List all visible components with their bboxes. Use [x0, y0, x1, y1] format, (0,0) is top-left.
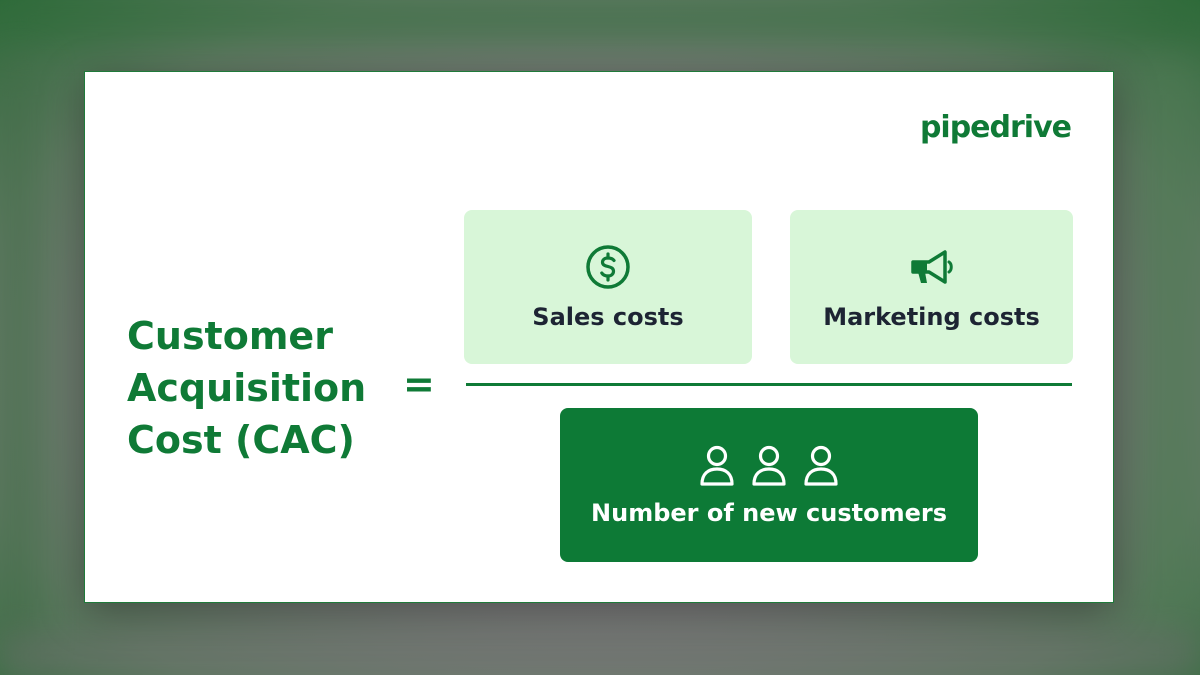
person-icon: [700, 445, 734, 486]
pipedrive-logo: pipedrive: [919, 110, 1072, 145]
person-icon: [752, 445, 786, 486]
cac-formula-card: pipedrive Customer Acquisition Cost (CAC…: [84, 71, 1114, 603]
equals-sign: =: [403, 362, 435, 406]
background-blur-bottom: [0, 635, 1200, 675]
marketing-costs-box: Marketing costs: [790, 210, 1073, 364]
background-blur-right: [1140, 60, 1200, 620]
formula-title-line-1: Customer: [127, 314, 333, 358]
formula-title-line-2: Acquisition: [127, 366, 367, 410]
new-customers-label: Number of new customers: [591, 499, 947, 527]
sales-costs-box: Sales costs: [464, 210, 752, 364]
new-customers-box: Number of new customers: [560, 408, 978, 562]
megaphone-icon: [910, 250, 953, 284]
formula-title: Customer Acquisition Cost (CAC): [127, 310, 397, 466]
background-blur-left: [0, 60, 40, 660]
people-icon: [697, 443, 841, 487]
fraction-divider-line: [466, 383, 1072, 386]
background-blur-top: [0, 0, 1200, 40]
person-icon: [804, 445, 838, 486]
dollar-circle-icon: [586, 245, 630, 289]
formula-title-line-3: Cost (CAC): [127, 418, 355, 462]
sales-costs-label: Sales costs: [532, 303, 684, 331]
marketing-costs-label: Marketing costs: [823, 303, 1040, 331]
